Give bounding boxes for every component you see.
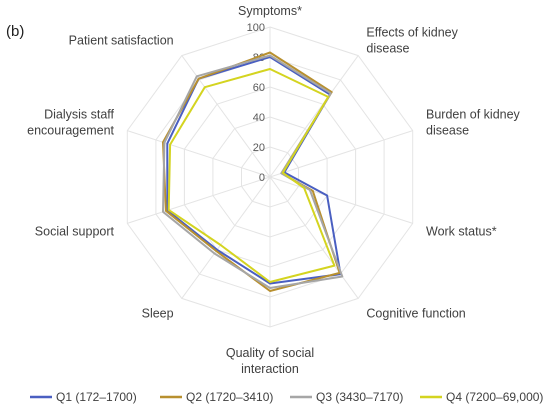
axis-label: Burden of kidney disease bbox=[426, 107, 521, 137]
axis-label-line: encouragement bbox=[27, 123, 114, 137]
axis-label-line: Patient satisfaction bbox=[69, 33, 174, 47]
grid-spoke bbox=[269, 55, 359, 178]
legend-label: Q3 (3430–7170) bbox=[316, 390, 403, 404]
axis-label-line: Sleep bbox=[142, 307, 174, 321]
legend-label: Q4 (7200–69,000) bbox=[446, 390, 543, 404]
axis-label: Patient satisfaction bbox=[69, 33, 174, 47]
tick-label: 60 bbox=[253, 82, 265, 94]
axis-label: Cognitive function bbox=[366, 307, 465, 321]
series-line bbox=[162, 51, 341, 292]
tick-label: 40 bbox=[253, 112, 265, 124]
grid-spoke bbox=[127, 176, 271, 224]
grid-spoke bbox=[181, 176, 271, 299]
axis-label: Quality of social interaction bbox=[226, 346, 314, 376]
grid-spoke bbox=[269, 176, 359, 299]
axis-label-line: Symptoms* bbox=[238, 4, 302, 18]
axis-label-line: Social support bbox=[35, 225, 115, 239]
grid-spoke bbox=[269, 176, 413, 224]
axis-label: Social support bbox=[35, 225, 115, 239]
axis-label: Work status* bbox=[426, 225, 497, 239]
axis-label-line: Effects of kidney bbox=[366, 25, 458, 39]
axis-label-line: Work status* bbox=[426, 225, 497, 239]
axis-label-line: interaction bbox=[241, 362, 299, 376]
axis-label-line: Dialysis staff bbox=[44, 107, 114, 121]
grid-spoke bbox=[269, 130, 413, 178]
axis-label: Effects of kidney disease bbox=[366, 25, 458, 55]
series-line bbox=[167, 68, 336, 283]
axis-label: Sleep bbox=[142, 307, 174, 321]
series-lines bbox=[162, 51, 344, 292]
legend-label: Q1 (172–1700) bbox=[56, 390, 137, 404]
axis-label-line: disease bbox=[426, 123, 469, 137]
legend-label: Q2 (1720–3410) bbox=[186, 390, 273, 404]
axis-label-line: Quality of social bbox=[226, 346, 314, 360]
axis-label: Dialysis staff encouragement bbox=[27, 107, 114, 137]
legend: Q1 (172–1700) Q2 (1720–3410) Q3 (3430–7170… bbox=[30, 390, 543, 404]
tick-label: 20 bbox=[253, 142, 265, 154]
radar-grid bbox=[126, 26, 414, 328]
axis-label-line: Burden of kidney bbox=[426, 107, 521, 121]
axis-label-line: Cognitive function bbox=[366, 307, 465, 321]
panel-label: (b) bbox=[6, 23, 24, 40]
grid-spoke bbox=[127, 130, 271, 178]
tick-label: 100 bbox=[247, 22, 265, 34]
axis-label-line: disease bbox=[366, 41, 409, 55]
axis-label: Symptoms* bbox=[238, 4, 302, 18]
tick-label: 0 bbox=[259, 172, 265, 184]
